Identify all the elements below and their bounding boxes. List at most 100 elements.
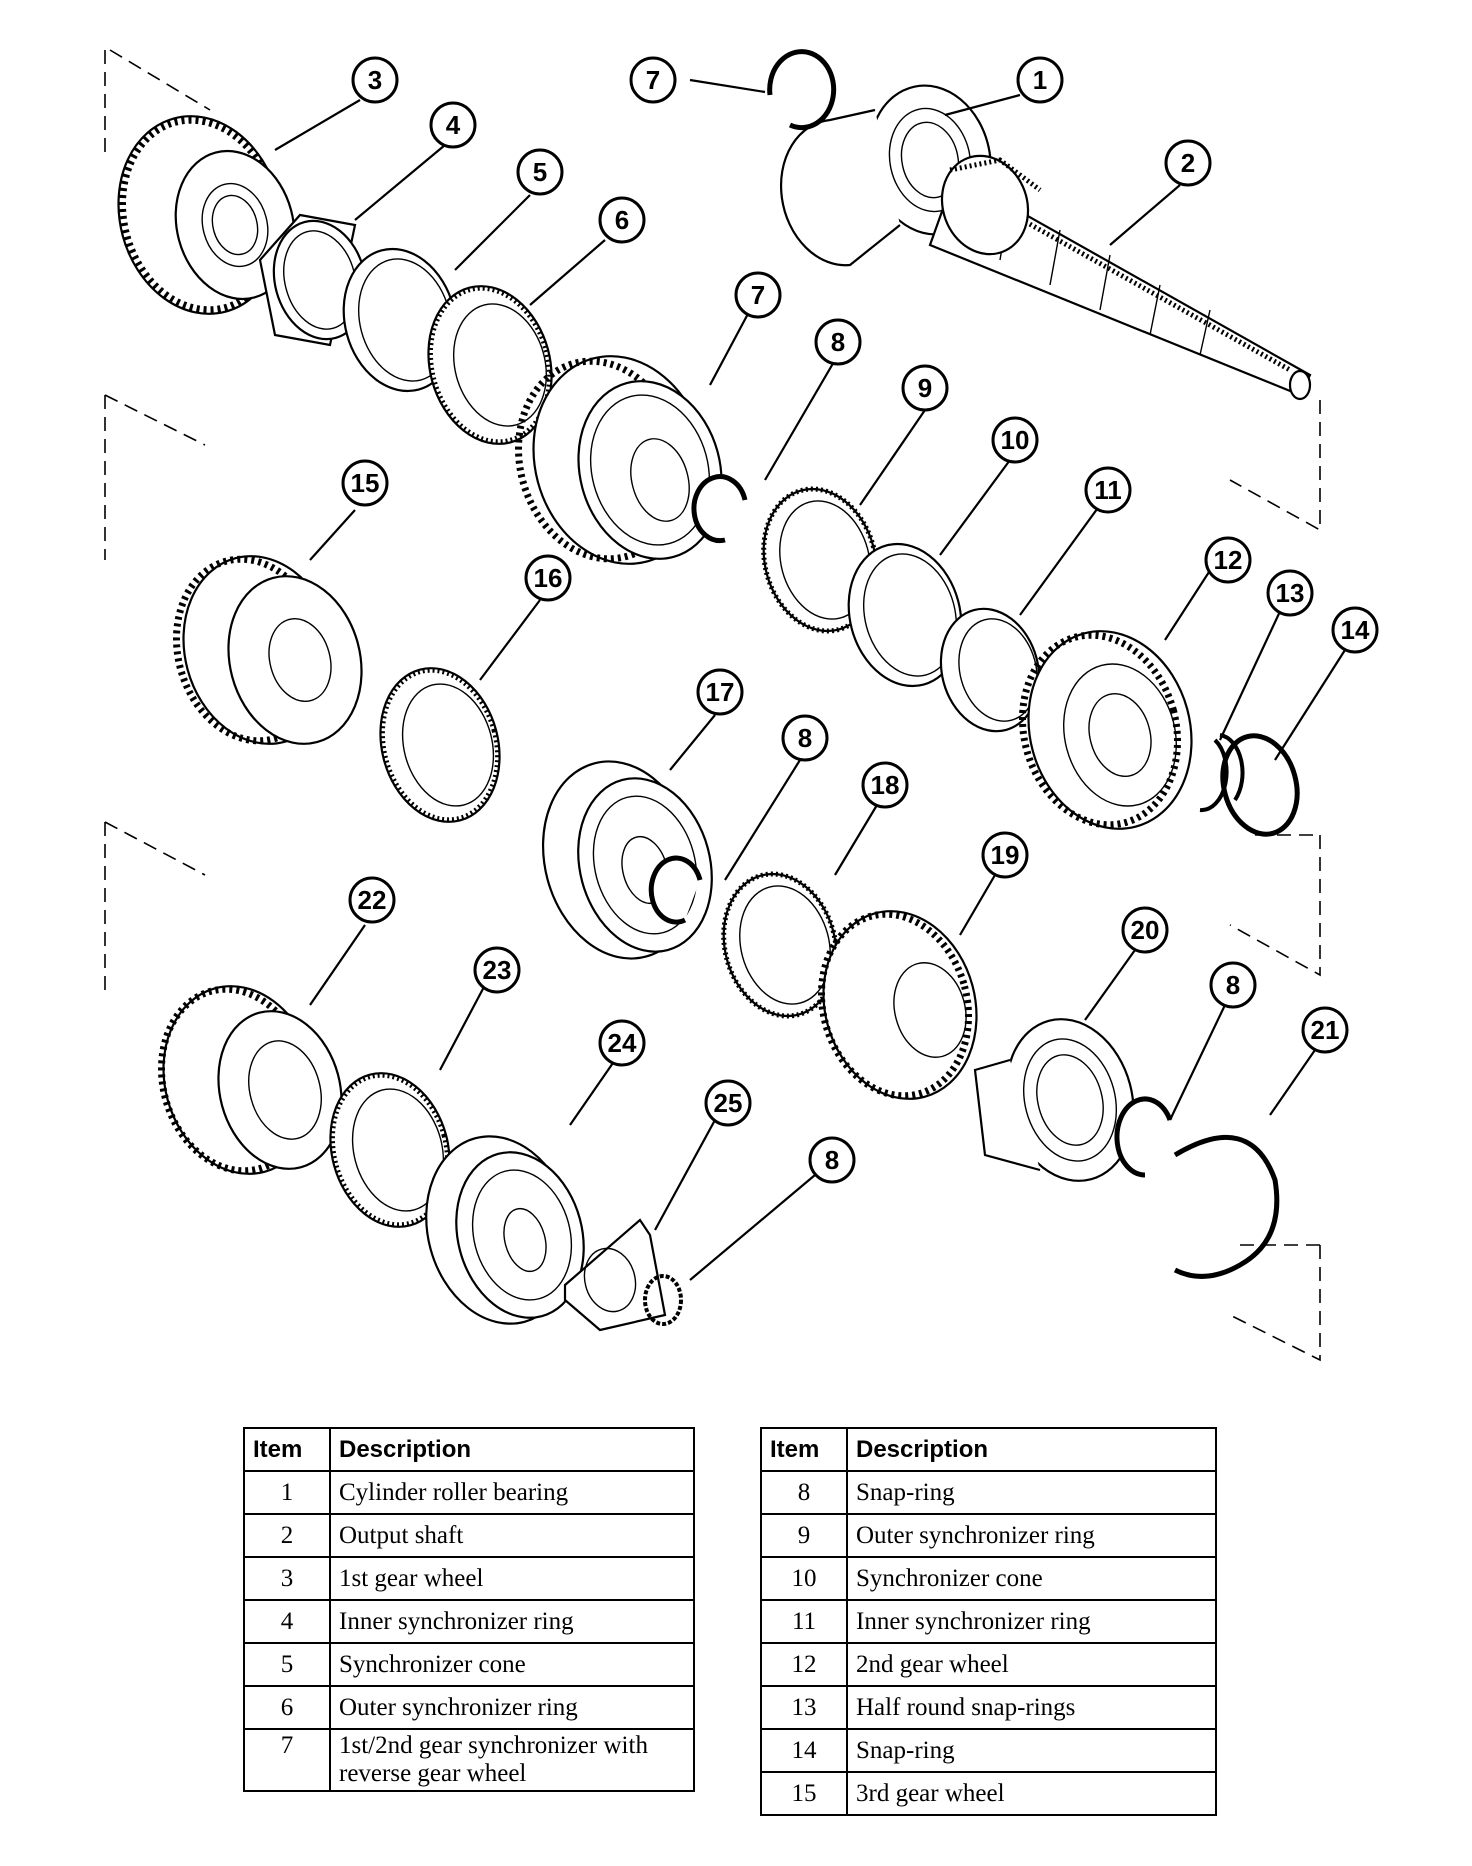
callout-20: 20 — [1121, 906, 1169, 954]
svg-text:3: 3 — [368, 65, 382, 95]
part-16-synchronizer-ring — [379, 667, 501, 823]
item-number: 3 — [243, 1556, 331, 1601]
part-8-snap-ring-a — [767, 49, 837, 131]
item-description: Outer synchronizer ring — [846, 1513, 1217, 1558]
callout-12: 12 — [1204, 536, 1252, 584]
part-20-bearing — [973, 1018, 1135, 1182]
callout-23: 23 — [473, 946, 521, 994]
item-number: 14 — [760, 1728, 848, 1773]
callout-7: 7 — [734, 271, 782, 319]
svg-text:7: 7 — [646, 65, 660, 95]
item-number: 11 — [760, 1599, 848, 1644]
svg-text:12: 12 — [1214, 545, 1243, 575]
callout-19: 19 — [981, 831, 1029, 879]
svg-text:22: 22 — [358, 885, 387, 915]
callout-6: 6 — [598, 196, 646, 244]
svg-text:23: 23 — [483, 955, 512, 985]
part-12-2nd-gear-wheel — [1018, 630, 1193, 830]
part-24-synchronizer-hub — [425, 1135, 585, 1325]
svg-text:13: 13 — [1276, 578, 1305, 608]
item-number: 1 — [243, 1470, 331, 1515]
callout-15: 15 — [341, 459, 389, 507]
item-number: 4 — [243, 1599, 331, 1644]
leader-lines — [274, 78, 1346, 1281]
svg-text:8: 8 — [1226, 970, 1240, 1000]
item-description: Snap-ring — [846, 1470, 1217, 1515]
callout-21: 21 — [1301, 1006, 1349, 1054]
item-number: 9 — [760, 1513, 848, 1558]
item-description: Output shaft — [329, 1513, 695, 1558]
item-description: 3rd gear wheel — [846, 1771, 1217, 1816]
callout-14: 14 — [1331, 606, 1379, 654]
svg-text:8: 8 — [798, 723, 812, 753]
part-19-gear-wheel — [817, 910, 978, 1100]
svg-text:16: 16 — [534, 563, 563, 593]
svg-text:17: 17 — [706, 677, 735, 707]
callout-8-top: 7 — [629, 56, 677, 104]
column-header-item: Item — [243, 1427, 331, 1472]
exploded-parts-diagram: 7 1 2 3 4 5 6 7 8 9 10 11 12 13 14 15 16… — [104, 49, 1379, 1362]
part-11-inner-synchronizer-ring — [939, 607, 1041, 733]
item-description: 1st gear wheel — [329, 1556, 695, 1601]
svg-text:5: 5 — [533, 157, 547, 187]
item-number: 8 — [760, 1470, 848, 1515]
part-8-snap-ring-c — [648, 855, 703, 925]
svg-text:24: 24 — [608, 1028, 637, 1058]
item-description: Half round snap-rings — [846, 1685, 1217, 1730]
column-header-description: Description — [846, 1427, 1217, 1472]
callout-10: 10 — [991, 416, 1039, 464]
callout-17: 17 — [696, 668, 744, 716]
item-description: 2nd gear wheel — [846, 1642, 1217, 1687]
svg-text:9: 9 — [918, 373, 932, 403]
part-7-synchronizer-with-reverse-gear — [515, 355, 723, 565]
item-description: Outer synchronizer ring — [329, 1685, 695, 1730]
item-description: Synchronizer cone — [846, 1556, 1217, 1601]
callout-25: 25 — [704, 1079, 752, 1127]
item-number: 2 — [243, 1513, 331, 1558]
svg-text:18: 18 — [871, 770, 900, 800]
svg-text:4: 4 — [446, 110, 461, 140]
part-17-synchronizer-hub — [541, 760, 713, 960]
item-description: 1st/2nd gear synchronizer with reverse g… — [329, 1728, 695, 1792]
svg-text:1: 1 — [1033, 65, 1047, 95]
svg-text:20: 20 — [1131, 915, 1160, 945]
part-18-synchronizer-ring — [721, 871, 839, 1019]
callout-9: 9 — [901, 364, 949, 412]
svg-text:8: 8 — [831, 327, 845, 357]
item-number: 6 — [243, 1685, 331, 1730]
svg-text:10: 10 — [1001, 425, 1030, 455]
callout-11: 11 — [1084, 466, 1132, 514]
callout-8-fourth: 8 — [1209, 961, 1257, 1009]
item-description: Inner synchronizer ring — [846, 1599, 1217, 1644]
item-number: 13 — [760, 1685, 848, 1730]
item-description: Inner synchronizer ring — [329, 1599, 695, 1644]
part-25-thrust-plate — [563, 1218, 667, 1332]
item-number: 10 — [760, 1556, 848, 1601]
item-number: 7 — [243, 1728, 331, 1792]
svg-text:6: 6 — [615, 205, 629, 235]
part-2-output-shaft — [928, 154, 1312, 401]
callout-1: 1 — [1016, 56, 1064, 104]
part-8-snap-ring-d — [1114, 1096, 1173, 1178]
svg-text:25: 25 — [714, 1088, 743, 1118]
svg-text:15: 15 — [351, 468, 380, 498]
svg-text:21: 21 — [1311, 1015, 1340, 1045]
callout-8-third: 8 — [781, 714, 829, 762]
callout-3: 3 — [351, 56, 399, 104]
callout-22: 22 — [348, 876, 396, 924]
callout-24: 24 — [598, 1019, 646, 1067]
part-22-gear-wheel — [157, 985, 343, 1175]
callout-4: 4 — [429, 101, 477, 149]
part-10-synchronizer-cone — [847, 542, 963, 688]
